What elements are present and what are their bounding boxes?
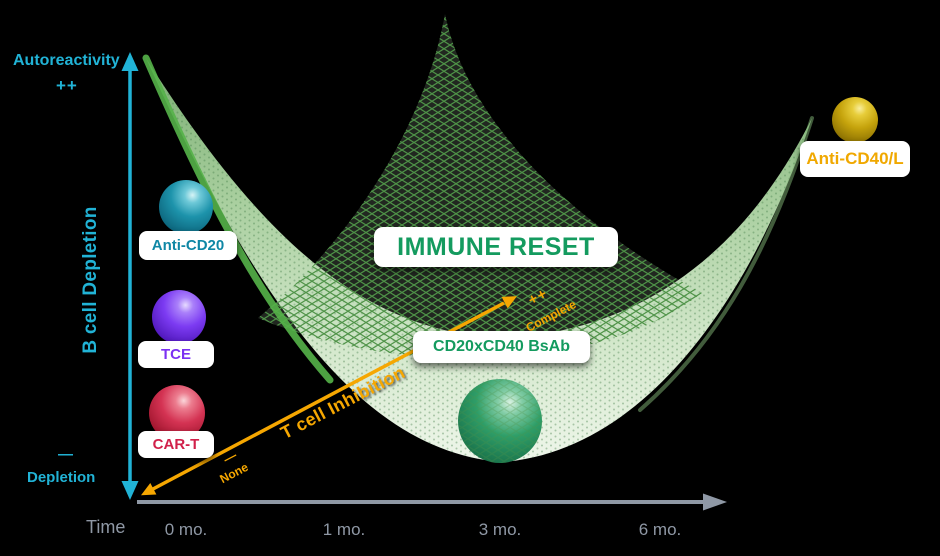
car-t-label: CAR-T — [138, 431, 214, 458]
y-axis-arrow-up-icon — [121, 52, 139, 71]
right-rim-edge — [638, 116, 814, 412]
autoreactivity-scale: ++ — [56, 76, 78, 95]
anti-cd20-sphere — [159, 180, 213, 234]
x-tick-3mo: 3 mo. — [478, 520, 522, 539]
t-cell-arrow-end-icon — [501, 296, 517, 309]
car-t-sphere — [149, 385, 205, 441]
depletion-label: Depletion — [27, 469, 96, 486]
tce-label: TCE — [138, 341, 214, 368]
mesh-peak-lattice — [258, 14, 702, 359]
y-axis-arrow-down-icon — [121, 481, 139, 500]
cd20xcd40-bsab-sphere-texture — [458, 379, 542, 463]
immune-reset-banner: IMMUNE RESET — [374, 227, 618, 267]
anti-cd40l-label: Anti-CD40/L — [800, 141, 910, 177]
anti-cd20-label: Anti-CD20 — [139, 231, 237, 260]
x-tick-6mo: 6 mo. — [638, 520, 682, 539]
anti-cd40l-sphere — [832, 97, 878, 143]
y-axis-title: B cell Depletion — [80, 206, 101, 354]
tce-sphere — [152, 290, 206, 344]
x-tick-0mo: 0 mo. — [164, 520, 208, 539]
x-axis-arrow-icon — [703, 493, 727, 511]
x-tick-1mo: 1 mo. — [322, 520, 366, 539]
valley-surface-texture — [146, 58, 812, 462]
depletion-scale: — — [58, 446, 73, 463]
t-cell-arrow-start-icon — [141, 483, 157, 496]
cd20xcd40-bsab-label: CD20xCD40 BsAb — [413, 331, 590, 363]
autoreactivity-label: Autoreactivity — [13, 52, 120, 69]
x-axis-title: Time — [86, 517, 126, 537]
